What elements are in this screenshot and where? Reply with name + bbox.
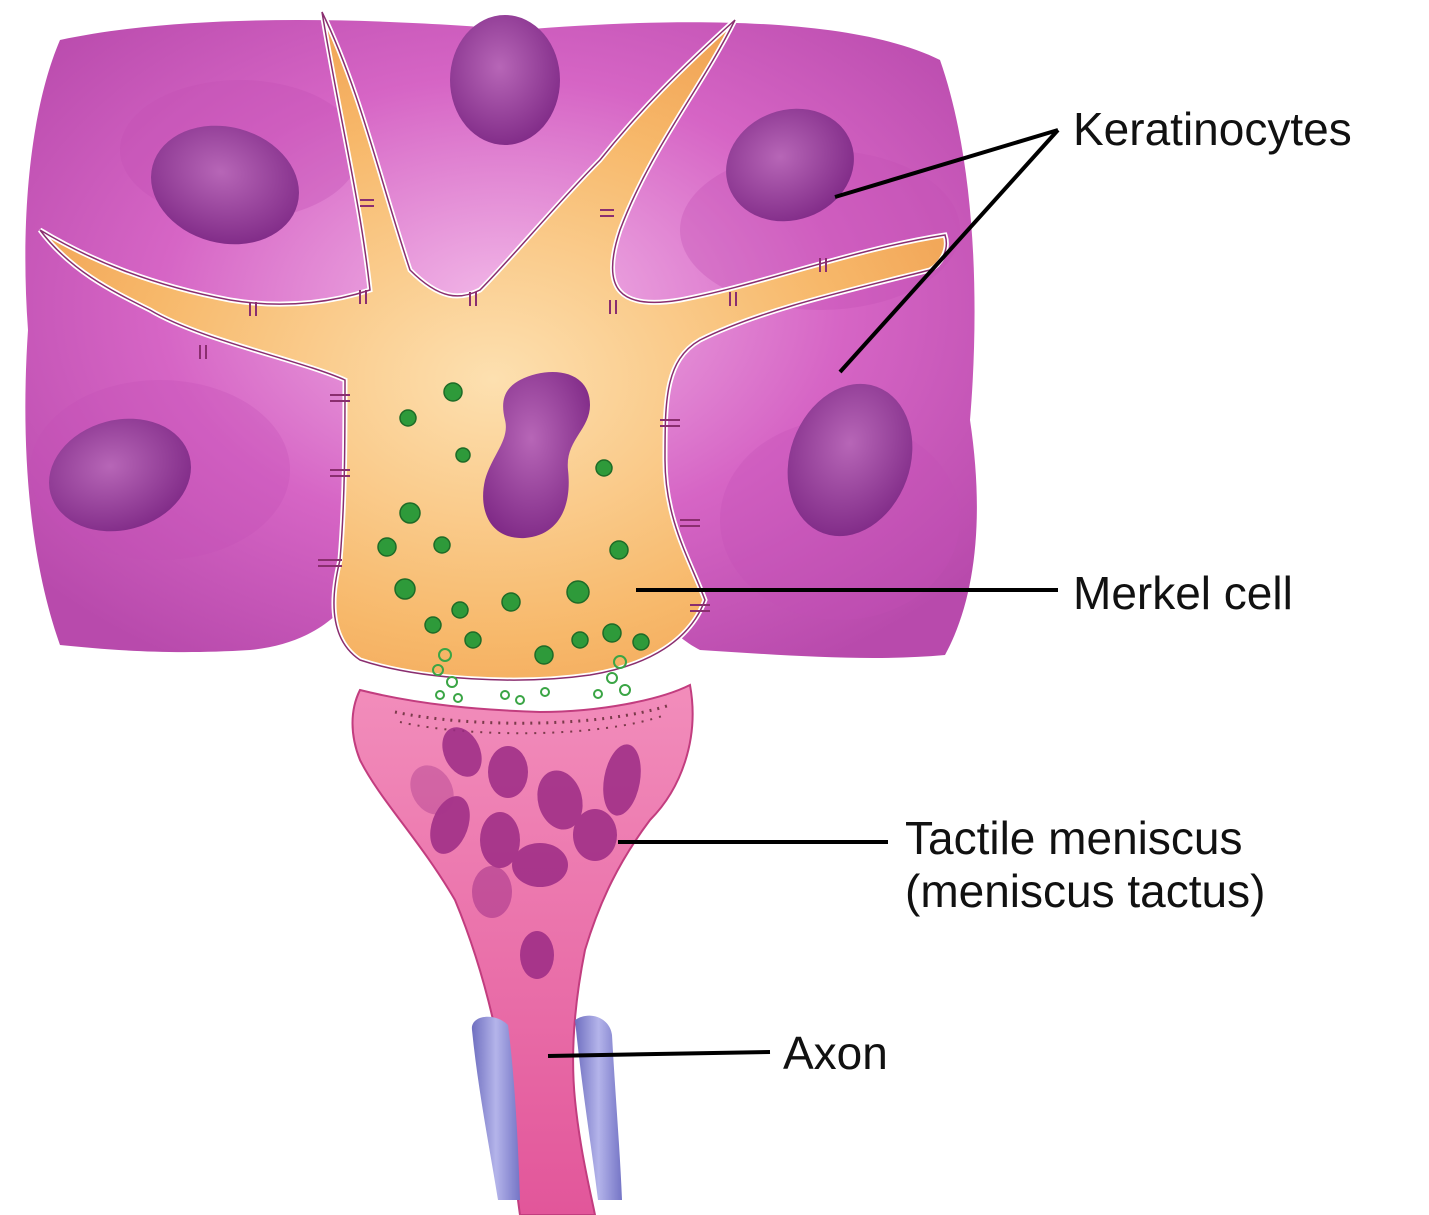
tactile-meniscus-label-line1: Tactile meniscus — [905, 812, 1265, 865]
tactile-meniscus-label-line2: (meniscus tactus) — [905, 865, 1265, 918]
keratinocytes-label: Keratinocytes — [1073, 103, 1352, 156]
keratinocyte-nucleus — [450, 15, 560, 145]
merkel-cell-label: Merkel cell — [1073, 567, 1293, 620]
tactile-meniscus-label: Tactile meniscus (meniscus tactus) — [905, 812, 1265, 918]
axon-label: Axon — [783, 1027, 888, 1080]
tactile-meniscus — [353, 685, 693, 1215]
